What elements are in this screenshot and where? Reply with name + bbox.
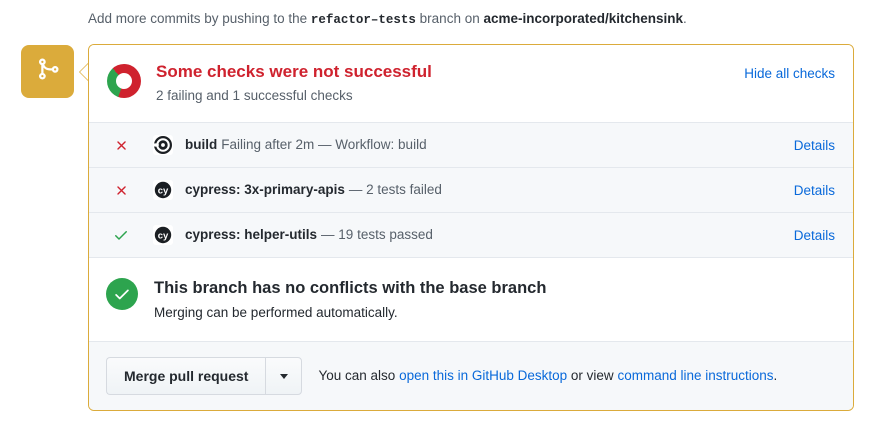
check-circle-icon — [106, 278, 138, 310]
open-in-github-desktop-link[interactable]: open this in GitHub Desktop — [399, 368, 568, 383]
merge-hint-suffix: . — [773, 368, 778, 383]
hide-all-checks-link[interactable]: Hide all checks — [744, 66, 835, 81]
merge-status-box: Some checks were not successful 2 failin… — [88, 44, 854, 411]
repository-name: acme-incorporated/kitchensink — [483, 11, 684, 26]
github-actions-icon — [153, 135, 173, 155]
command-line-instructions-link[interactable]: command line instructions — [617, 368, 774, 383]
check-row-text: cypress: 3x-primary-apis— 2 tests failed — [185, 180, 794, 200]
merge-hint-prefix: You can also — [318, 368, 396, 383]
merge-conflict-status: This branch has no conflicts with the ba… — [89, 257, 853, 341]
checks-header: Some checks were not successful 2 failin… — [89, 45, 853, 122]
merge-hint-middle: or view — [570, 368, 614, 383]
git-merge-icon — [36, 57, 60, 86]
merge-hint-text: You can also open this in GitHub Desktop… — [318, 366, 777, 386]
push-notice-suffix: . — [683, 11, 687, 26]
svg-text:cy: cy — [158, 186, 169, 197]
x-icon — [110, 138, 132, 153]
check-description: — 2 tests failed — [348, 182, 442, 197]
check-description: — 19 tests passed — [321, 227, 433, 242]
callout-arrow-fill — [80, 63, 89, 81]
checks-status-donut-chart — [107, 64, 141, 98]
x-icon — [110, 183, 132, 198]
timeline-merge-badge — [21, 45, 74, 98]
merge-conflict-title: This branch has no conflicts with the ba… — [154, 279, 547, 297]
merge-button-group: Merge pull request — [106, 357, 303, 395]
merge-pull-request-button[interactable]: Merge pull request — [106, 357, 266, 395]
merge-options-dropdown-button[interactable] — [265, 357, 303, 395]
check-icon — [110, 227, 132, 243]
merge-conflict-text: This branch has no conflicts with the ba… — [154, 277, 546, 323]
merge-actions-bar: Merge pull request You can also open thi… — [89, 341, 853, 410]
check-row: cy cypress: 3x-primary-apis— 2 tests fai… — [89, 167, 853, 212]
check-details-link[interactable]: Details — [793, 227, 835, 243]
check-details-link[interactable]: Details — [793, 182, 835, 198]
cypress-icon: cy — [153, 225, 173, 245]
chevron-down-icon — [279, 373, 288, 379]
check-details-link[interactable]: Details — [793, 137, 835, 153]
check-description: Failing after 2m — Workflow: build — [221, 137, 427, 152]
checks-status-title: Some checks were not successful — [156, 62, 432, 81]
checks-header-text: Some checks were not successful 2 failin… — [156, 61, 744, 106]
push-notice-prefix: Add more commits by pushing to the — [88, 11, 308, 26]
svg-text:cy: cy — [158, 231, 169, 242]
check-context: cypress: helper-utils — [185, 227, 318, 242]
push-notice-middle: branch on — [419, 11, 480, 26]
check-row: cy cypress: helper-utils— 19 tests passe… — [89, 212, 853, 257]
cypress-icon: cy — [153, 180, 173, 200]
check-context: cypress: 3x-primary-apis — [185, 182, 345, 197]
checks-status-subtitle: 2 failing and 1 successful checks — [156, 88, 353, 103]
merge-conflict-subtitle: Merging can be performed automatically. — [154, 305, 398, 320]
branch-name: refactor–tests — [310, 13, 416, 27]
push-more-commits-notice: Add more commits by pushing to the refac… — [88, 9, 687, 30]
check-context: build — [185, 137, 218, 152]
check-row-text: cypress: helper-utils— 19 tests passed — [185, 225, 794, 245]
